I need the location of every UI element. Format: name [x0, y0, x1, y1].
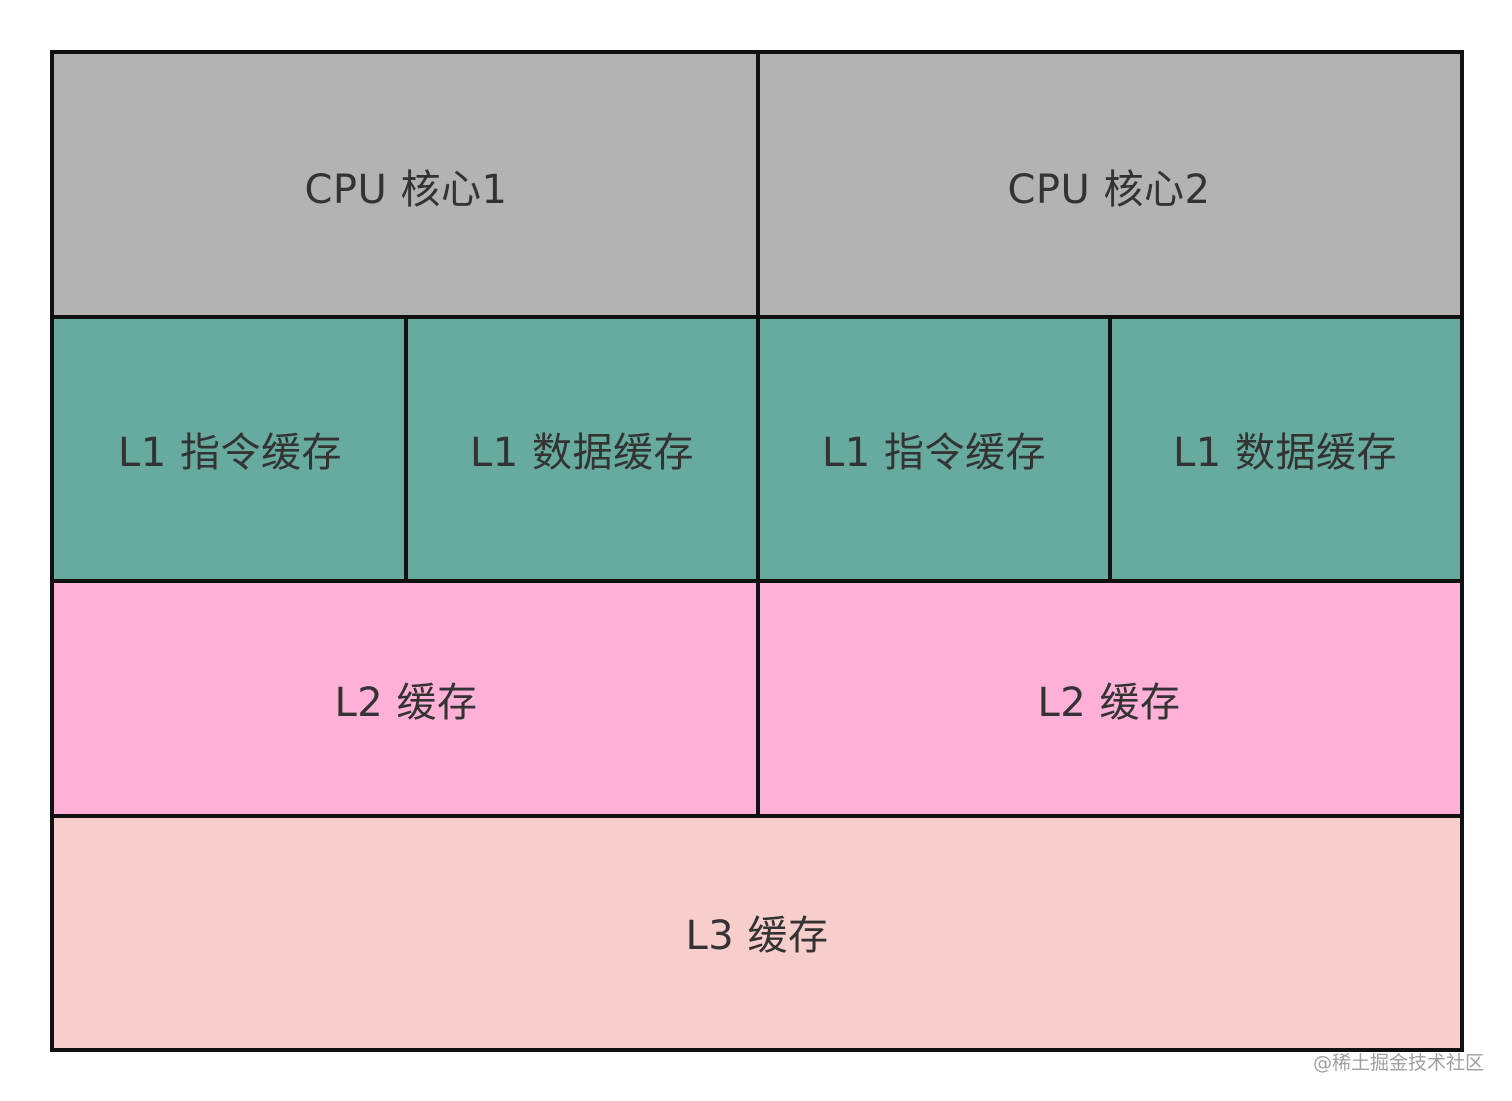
cpu-core-2: CPU 核心2	[758, 54, 1460, 317]
shared-l3-cache: L3 缓存	[54, 816, 1460, 1048]
core-1-l1-data-cache: L1 数据缓存	[406, 317, 758, 581]
cpu-core-1-label: CPU 核心1	[304, 166, 508, 213]
cpu-core-2-label: CPU 核心2	[1007, 166, 1211, 213]
divider-core-1-l1	[404, 317, 408, 581]
cpu-core-1: CPU 核心1	[54, 54, 758, 317]
core-2-l1-instruction-label: L1 指令缓存	[822, 430, 1046, 476]
cache-hierarchy-diagram: CPU 核心1 CPU 核心2 L1 指令缓存 L1 数据缓存 L1 指令缓存 …	[50, 50, 1464, 1052]
core-1-l2-label: L2 缓存	[334, 679, 478, 726]
core-2-l2-cache: L2 缓存	[758, 581, 1460, 816]
core-2-l1-instruction-cache: L1 指令缓存	[758, 317, 1110, 581]
divider-core-center	[756, 54, 760, 816]
core-2-l1-data-cache: L1 数据缓存	[1110, 317, 1460, 581]
l3-label: L3 缓存	[685, 913, 829, 959]
core-1-l1-instruction-cache: L1 指令缓存	[54, 317, 406, 581]
core-2-l2-label: L2 缓存	[1037, 679, 1181, 726]
divider-l2-l3	[54, 814, 1460, 818]
core-1-l2-cache: L2 缓存	[54, 581, 758, 816]
core-1-l1-instruction-label: L1 指令缓存	[118, 430, 342, 476]
divider-core-2-l1	[1108, 317, 1112, 581]
core-1-l1-data-label: L1 数据缓存	[470, 430, 694, 476]
core-2-l1-data-label: L1 数据缓存	[1173, 430, 1397, 476]
watermark: @稀土掘金技术社区	[1312, 1052, 1484, 1074]
